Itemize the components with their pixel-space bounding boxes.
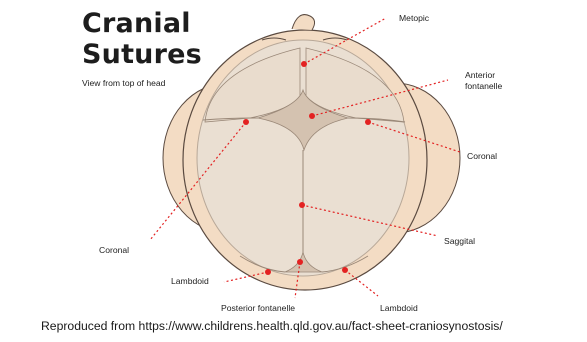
marker-posterior-fontanelle: [297, 259, 303, 265]
label-coronal-right: Coronal: [467, 151, 497, 161]
label-saggital: Saggital: [444, 236, 475, 246]
marker-metopic: [301, 61, 307, 67]
hair-tuft: [292, 15, 315, 30]
diagram-title: Cranial Sutures: [82, 8, 202, 70]
label-lambdoid-left: Lambdoid: [171, 276, 209, 286]
label-anterior-fontanelle-2: fontanelle: [465, 81, 502, 91]
label-posterior-fontanelle: Posterior fontanelle: [221, 303, 295, 313]
label-lambdoid-right: Lambdoid: [380, 303, 418, 313]
label-metopic: Metopic: [399, 13, 429, 23]
marker-coronal-right: [365, 119, 371, 125]
marker-anterior-fontanelle: [309, 113, 315, 119]
title-line-1: Cranial: [82, 8, 202, 39]
marker-saggital: [299, 202, 305, 208]
marker-lambdoid-left: [265, 269, 271, 275]
marker-coronal-left: [243, 119, 249, 125]
marker-lambdoid-right: [342, 267, 348, 273]
label-anterior-fontanelle-1: Anterior: [465, 70, 495, 80]
diagram-subtitle: View from top of head: [82, 78, 172, 88]
label-coronal-left: Coronal: [99, 245, 129, 255]
title-line-2: Sutures: [82, 39, 202, 70]
source-credit: Reproduced from https://www.childrens.he…: [41, 319, 503, 333]
